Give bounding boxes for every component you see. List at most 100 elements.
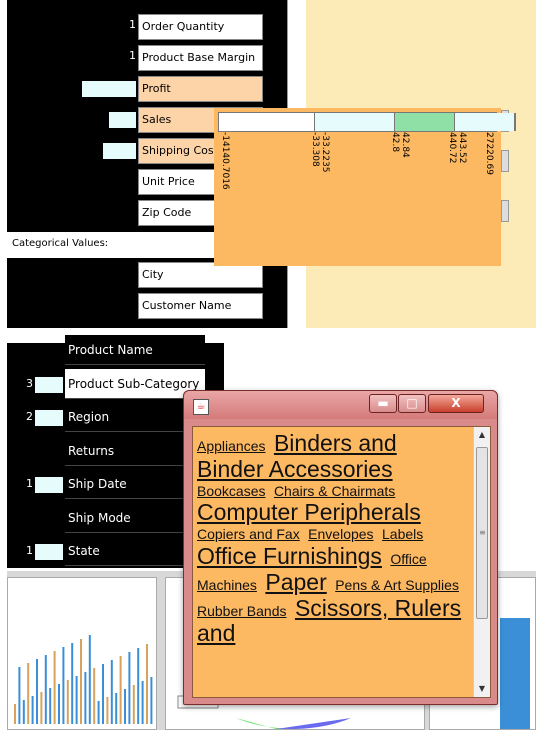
- field-count: 1: [129, 18, 136, 31]
- window-title-bar[interactable]: ☕ ▬ □ X: [184, 391, 497, 419]
- scroll-down-arrow-icon[interactable]: ▼: [478, 684, 486, 693]
- minimize-button[interactable]: ▬: [369, 394, 397, 413]
- histogram-segment[interactable]: [455, 113, 515, 131]
- histogram-segment[interactable]: [315, 113, 395, 131]
- word-cloud-term[interactable]: Labels: [382, 526, 424, 543]
- thumbnail-bar: [62, 647, 65, 724]
- categorical-field-row[interactable]: City: [7, 262, 270, 288]
- field-label[interactable]: Region: [65, 402, 205, 432]
- thumbnail-bar: [58, 684, 60, 724]
- word-cloud-term[interactable]: Office Furnishings: [197, 543, 382, 570]
- hidden-button[interactable]: [501, 150, 509, 172]
- field-count-bar: [35, 544, 63, 560]
- java-icon: ☕: [193, 399, 209, 415]
- thumbnail-bar: [106, 697, 109, 724]
- histogram-tick-label: 440.72: [447, 132, 457, 164]
- field-count-bar: [109, 112, 136, 128]
- field-label[interactable]: Order Quantity: [138, 14, 263, 40]
- word-cloud-term[interactable]: Rubber Bands: [197, 602, 287, 619]
- histogram-segment[interactable]: [219, 113, 315, 131]
- grip-icon: ≡: [479, 528, 486, 537]
- thumbnail-bar: [124, 689, 126, 724]
- field-label[interactable]: Profit: [138, 76, 263, 102]
- field-label[interactable]: Customer Name: [138, 293, 263, 319]
- field-count-bar: [82, 81, 136, 97]
- thumbnail-bar: [97, 701, 100, 724]
- word-cloud-term[interactable]: Envelopes: [308, 526, 374, 543]
- thumbnail-bar: [80, 639, 82, 724]
- field-label[interactable]: Product Base Margin: [138, 45, 263, 71]
- thumbnail-bar: [27, 663, 30, 724]
- field-label[interactable]: City: [138, 262, 263, 288]
- field-label[interactable]: Product Sub-Category: [65, 368, 205, 399]
- thumbnail-bar: [66, 680, 69, 724]
- word-cloud-term[interactable]: Chairs & Chairmats: [273, 482, 396, 499]
- thumbnail-bar: [18, 667, 21, 724]
- vertical-scrollbar[interactable]: ▲ ≡ ▼: [473, 427, 490, 697]
- bar-chart-graphic: [14, 635, 153, 724]
- thumbnail-bar: [49, 688, 52, 724]
- thumbnail-bar: [102, 664, 104, 724]
- word-cloud-term[interactable]: Pens & Art Supplies: [335, 576, 459, 593]
- scroll-thumb[interactable]: ≡: [476, 447, 488, 619]
- field-label[interactable]: Ship Mode: [65, 502, 205, 533]
- histogram-tick-label: 27220.69: [484, 132, 494, 175]
- histogram-tick-label: 443.52: [457, 132, 467, 164]
- thumbnail-bar: [40, 692, 43, 724]
- word-cloud-term[interactable]: Computer Peripherals: [197, 499, 421, 526]
- field-count-bar: [103, 143, 136, 159]
- scroll-up-arrow-icon[interactable]: ▲: [478, 430, 486, 439]
- word-cloud-term[interactable]: Paper: [265, 568, 327, 595]
- field-row[interactable]: Ship Mode: [7, 502, 215, 533]
- thumbnail-bar: [22, 700, 25, 724]
- histogram-tick-label: -14140.7016: [220, 132, 230, 190]
- histogram-tick-label: 42.84: [400, 132, 410, 158]
- thumbnail-bar: [71, 643, 74, 724]
- field-row[interactable]: Product Name: [7, 335, 215, 365]
- word-cloud-term[interactable]: Scissors, Rulers and: [197, 594, 462, 647]
- close-button[interactable]: X: [428, 394, 484, 413]
- range-bar[interactable]: [218, 112, 516, 132]
- field-label[interactable]: State: [65, 536, 205, 566]
- field-count: 3: [26, 376, 33, 390]
- categorical-field-row[interactable]: Customer Name: [7, 293, 270, 319]
- field-label[interactable]: Product Name: [65, 335, 205, 365]
- thumbnail-bar: [31, 696, 34, 724]
- field-count-bar: [35, 376, 63, 393]
- maximize-button[interactable]: □: [398, 394, 426, 413]
- field-list-panel-bottom: Product Name 3 Product Sub-Category 2 Region…: [7, 335, 224, 568]
- field-count: 2: [26, 410, 33, 423]
- thumbnail-bar: [150, 677, 153, 724]
- hidden-button[interactable]: [501, 200, 509, 222]
- word-cloud-term[interactable]: Office Machines: [197, 551, 427, 593]
- word-cloud-window[interactable]: ☕ ▬ □ X Appliances Binders and Binder Ac…: [183, 390, 498, 705]
- word-cloud-term[interactable]: Bookcases: [197, 482, 266, 499]
- field-row[interactable]: 8Profit: [7, 76, 270, 102]
- field-row[interactable]: 3 Product Sub-Category: [7, 368, 215, 399]
- histogram-segment[interactable]: [515, 113, 516, 131]
- word-cloud-term[interactable]: Binders and Binder Accessories: [197, 430, 397, 482]
- field-row[interactable]: 2 Region: [7, 402, 215, 432]
- field-count: 1: [129, 49, 136, 62]
- word-cloud-term[interactable]: Appliances: [197, 438, 266, 454]
- bar-chart-thumbnail[interactable]: [7, 577, 157, 730]
- field-label[interactable]: Returns: [65, 435, 205, 466]
- field-label[interactable]: Ship Date: [65, 469, 205, 499]
- thumbnail-bar: [132, 685, 135, 724]
- field-row[interactable]: Returns: [7, 435, 215, 466]
- thumbnail-bar: [84, 672, 87, 724]
- column-chart-graphic: [500, 618, 530, 729]
- field-count-bar: [35, 410, 63, 426]
- thumbnail-bar: [128, 652, 131, 724]
- thumbnail-bar: [53, 651, 56, 724]
- word-cloud-term[interactable]: Copiers and Fax: [197, 526, 300, 543]
- thumbnail-bar: [75, 676, 78, 724]
- histogram-segment[interactable]: [395, 113, 455, 131]
- thumbnail-bar: [119, 656, 122, 724]
